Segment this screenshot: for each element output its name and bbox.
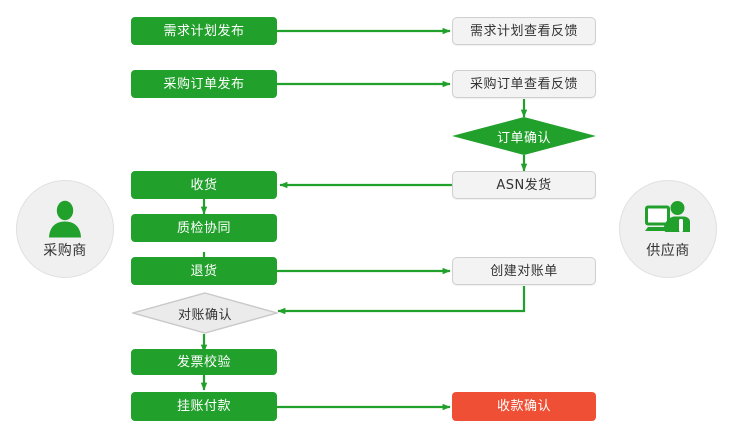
node-label: 需求计划查看反馈 — [469, 23, 578, 39]
node-receive-goods[interactable]: 收货 — [131, 171, 277, 199]
node-label: 采购订单发布 — [163, 76, 245, 92]
node-label: 订单确认 — [496, 130, 551, 146]
node-create-statement[interactable]: 创建对账单 — [452, 257, 596, 285]
node-label: 需求计划发布 — [163, 23, 245, 39]
actor-buyer-label: 采购商 — [43, 243, 87, 259]
actor-supplier-label: 供应商 — [646, 243, 690, 259]
node-label: 退货 — [190, 263, 218, 279]
node-label: 收款确认 — [496, 399, 551, 414]
node-label: 挂账付款 — [176, 399, 231, 414]
node-po-feedback[interactable]: 采购订单查看反馈 — [452, 70, 596, 98]
node-statement-confirm[interactable]: 对账确认 — [132, 292, 278, 334]
node-payable-payment[interactable]: 挂账付款 — [131, 392, 277, 421]
edge-statement-to-confirm — [277, 286, 526, 315]
node-demand-plan-publish[interactable]: 需求计划发布 — [131, 17, 277, 45]
node-label: 创建对账单 — [490, 263, 558, 279]
node-invoice-verify[interactable]: 发票校验 — [131, 349, 277, 375]
actor-supplier[interactable]: 供应商 — [619, 180, 717, 278]
node-return-goods[interactable]: 退货 — [131, 257, 277, 285]
node-order-confirm[interactable]: 订单确认 — [452, 117, 596, 155]
node-quality-check[interactable]: 质检协同 — [131, 214, 277, 242]
node-label: 对账确认 — [177, 307, 232, 323]
node-label: ASN发货 — [496, 177, 552, 193]
node-demand-plan-feedback[interactable]: 需求计划查看反馈 — [452, 17, 596, 45]
node-label: 收货 — [190, 177, 218, 193]
node-asn-ship[interactable]: ASN发货 — [452, 171, 596, 199]
person-at-computer-icon — [645, 198, 691, 238]
node-label: 质检协同 — [176, 220, 231, 236]
node-po-publish[interactable]: 采购订单发布 — [131, 70, 277, 98]
node-receipt-confirm[interactable]: 收款确认 — [452, 392, 596, 421]
person-icon — [42, 198, 88, 238]
node-label: 发票校验 — [176, 354, 231, 370]
actor-buyer[interactable]: 采购商 — [16, 180, 114, 278]
node-label: 采购订单查看反馈 — [469, 76, 578, 92]
